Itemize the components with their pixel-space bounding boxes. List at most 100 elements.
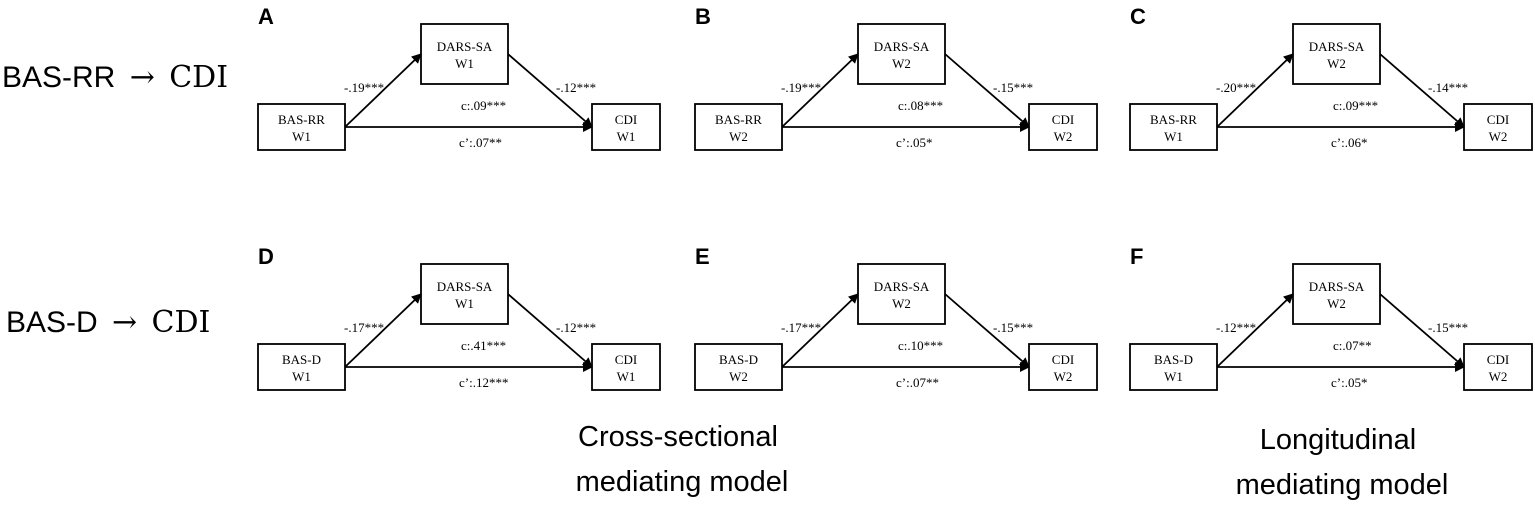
- mediator-box-wave: W2: [1327, 56, 1346, 71]
- predictor-box-name: BAS-RR: [1150, 112, 1197, 127]
- panel-letter: A: [258, 4, 274, 29]
- mediator-box-label: DARS-SA W2: [874, 279, 930, 311]
- path-c-prime-coef: c’:.07**: [896, 375, 939, 390]
- caption-cross-sectional: Cross-sectional mediating model: [576, 421, 789, 498]
- row-title-arrow: →: [130, 60, 155, 95]
- predictor-box-name: BAS-RR: [715, 112, 762, 127]
- mediator-box-wave: W2: [892, 56, 911, 71]
- path-b-arrow: [1379, 53, 1465, 128]
- path-b-arrow: [1379, 293, 1465, 368]
- outcome-box: CDI W2: [1028, 103, 1098, 151]
- panel-letter: D: [258, 244, 274, 269]
- outcome-box-wave: W1: [617, 129, 636, 144]
- predictor-box-wave: W1: [1164, 129, 1183, 144]
- path-a-arrow: [1216, 293, 1294, 368]
- path-b-arrow: [507, 53, 593, 128]
- mediator-box-wave: W2: [892, 296, 911, 311]
- panel-letter: E: [695, 244, 710, 269]
- path-c-coef: c:.10***: [898, 338, 943, 353]
- path-a-coef: -.12***: [1216, 320, 1256, 335]
- mediator-box: DARS-SA W2: [857, 263, 946, 325]
- predictor-box-frame: [694, 103, 783, 151]
- predictor-box: BAS-RR W1: [1129, 103, 1218, 151]
- predictor-box-name: BAS-RR: [278, 112, 325, 127]
- mediator-box-name: DARS-SA: [1309, 39, 1365, 54]
- path-c-prime-coef: c’:.05*: [896, 135, 932, 150]
- mediator-box-name: DARS-SA: [874, 39, 930, 54]
- mediator-box-frame: [857, 263, 946, 325]
- mediator-box: DARS-SA W2: [857, 23, 946, 85]
- path-a-coef: -.19***: [344, 80, 384, 95]
- row-title-predictor: BAS-RR: [2, 61, 115, 94]
- mediator-box-wave: W1: [455, 56, 474, 71]
- caption-line: mediating model: [576, 466, 789, 498]
- path-a-coef: -.19***: [781, 80, 821, 95]
- path-c-coef: c:.09***: [461, 98, 506, 113]
- caption-line: Cross-sectional: [578, 421, 778, 453]
- outcome-box-name: CDI: [1052, 352, 1074, 367]
- predictor-box-wave: W1: [292, 369, 311, 384]
- mediator-box-frame: [420, 23, 509, 85]
- path-a-arrow: [781, 293, 859, 368]
- path-b-coef: -.15***: [993, 320, 1033, 335]
- predictor-box-frame: [257, 343, 346, 391]
- predictor-box-wave: W2: [729, 369, 748, 384]
- path-c-prime-coef: c’:.07**: [459, 135, 502, 150]
- mediator-box-frame: [1292, 263, 1381, 325]
- mediator-box: DARS-SA W2: [1292, 23, 1381, 85]
- predictor-box-label: BAS-RR W1: [1150, 112, 1197, 144]
- row-title-outcome: CDI: [152, 305, 211, 340]
- outcome-box-label: CDI W2: [1052, 352, 1074, 384]
- path-a-coef: -.17***: [781, 320, 821, 335]
- path-a-coef: -.20***: [1216, 80, 1256, 95]
- outcome-box-name: CDI: [1487, 352, 1509, 367]
- path-c-coef: c:.41***: [461, 338, 506, 353]
- outcome-box-name: CDI: [1487, 112, 1509, 127]
- mediator-box-frame: [857, 23, 946, 85]
- outcome-box-name: CDI: [615, 352, 637, 367]
- outcome-box-frame: [1028, 343, 1098, 391]
- path-c-prime-coef: c’:.12***: [459, 375, 508, 390]
- mediator-box-name: DARS-SA: [874, 279, 930, 294]
- outcome-box-wave: W2: [1489, 129, 1508, 144]
- predictor-box-wave: W1: [292, 129, 311, 144]
- mediator-box-wave: W2: [1327, 296, 1346, 311]
- outcome-box-label: CDI W2: [1052, 112, 1074, 144]
- path-b-coef: -.15***: [1428, 320, 1468, 335]
- caption-line: Longitudinal: [1260, 424, 1416, 456]
- path-b-coef: -.12***: [556, 80, 596, 95]
- mediator-box-label: DARS-SA W2: [874, 39, 930, 71]
- predictor-box-name: BAS-D: [282, 352, 321, 367]
- predictor-box-label: BAS-RR W1: [278, 112, 325, 144]
- row-title-arrow: →: [112, 305, 137, 340]
- panel-letter: B: [695, 4, 711, 29]
- panel-letter: F: [1130, 244, 1143, 269]
- outcome-box-name: CDI: [615, 112, 637, 127]
- outcome-box-wave: W2: [1054, 129, 1073, 144]
- outcome-box-name: CDI: [1052, 112, 1074, 127]
- path-b-coef: -.15***: [993, 80, 1033, 95]
- outcome-box-label: CDI W2: [1487, 112, 1509, 144]
- outcome-box-label: CDI W1: [615, 112, 637, 144]
- outcome-box-frame: [1028, 103, 1098, 151]
- row-title-bas-rr: BAS-RR → CDI: [2, 60, 228, 95]
- mediator-box-wave: W1: [455, 296, 474, 311]
- row-title-predictor: BAS-D: [6, 306, 98, 339]
- path-c-prime-coef: c’:.06*: [1331, 135, 1367, 150]
- mediator-box-frame: [420, 263, 509, 325]
- outcome-box: CDI W1: [591, 103, 661, 151]
- outcome-box-wave: W2: [1054, 369, 1073, 384]
